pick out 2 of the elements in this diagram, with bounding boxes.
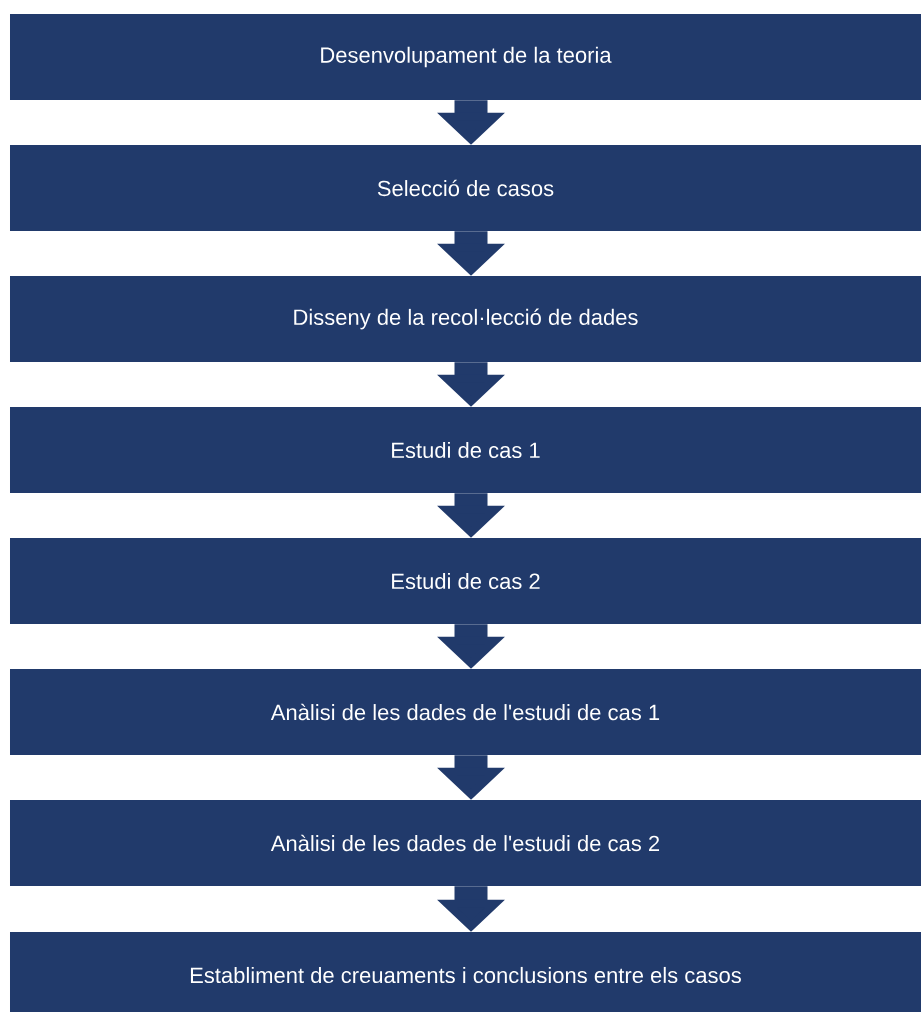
process-box: Desenvolupament de la teoria: [10, 14, 921, 100]
process-box: Establiment de creuaments i conclusions entre els casos: [10, 932, 921, 1012]
